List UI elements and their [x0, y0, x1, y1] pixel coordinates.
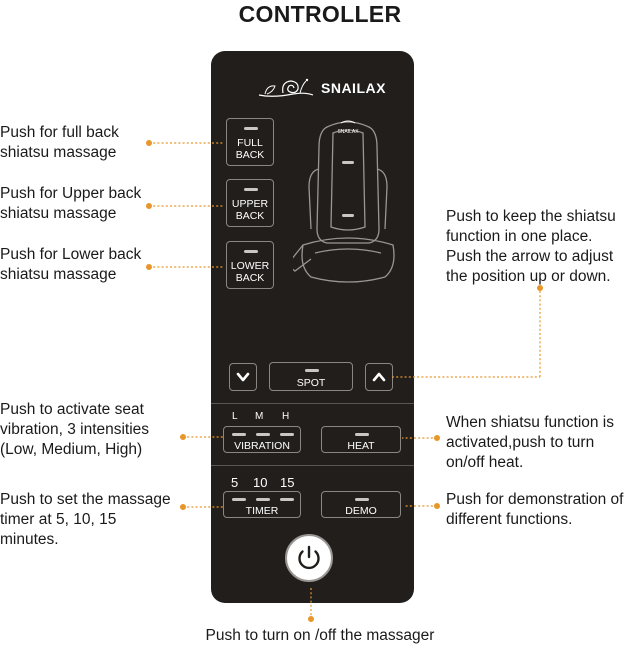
timer-led-10: [256, 498, 270, 501]
vibration-level-high: H: [282, 411, 290, 422]
timer-led-5: [232, 498, 246, 501]
spot-label: SPOT: [296, 377, 326, 389]
massage-chair-icon: SNAILAX: [293, 120, 395, 283]
note-lower-back: Push for Lower back shiatsu massage: [0, 246, 142, 283]
full-back-button[interactable]: FULL BACK: [226, 118, 274, 166]
spot-down-button[interactable]: [229, 363, 257, 391]
full-back-led: [244, 127, 258, 130]
power-button[interactable]: [285, 534, 333, 582]
timer-value-5: 5: [231, 475, 239, 490]
chevron-up-icon: [372, 372, 386, 382]
page-title: CONTROLLER: [238, 1, 402, 27]
brand-name: SNAILAX: [321, 80, 386, 96]
note-heat: When shiatsu function is activated,push …: [446, 414, 615, 471]
vibration-led-high: [280, 433, 294, 436]
timer-label: TIMER: [245, 505, 279, 517]
vibration-led-medium: [256, 433, 270, 436]
upper-back-button[interactable]: UPPER BACK: [226, 179, 274, 227]
heat-label: HEAT: [347, 440, 375, 452]
snail-logo-icon: [258, 78, 314, 97]
brand-logo: SNAILAX: [253, 73, 386, 101]
demo-label: DEMO: [345, 505, 377, 517]
timer-button[interactable]: TIMER: [223, 491, 301, 518]
note-spot: Push to keep the shiatsu function in one…: [446, 208, 616, 285]
note-full-back: Push for full back shiatsu massage: [0, 124, 119, 161]
upper-back-label: UPPER BACK: [231, 198, 269, 222]
note-vibration: Push to activate seat vibration, 3 inten…: [0, 401, 150, 458]
upper-back-led: [244, 188, 258, 191]
note-upper-back: Push for Upper back shiatsu massage: [0, 185, 142, 222]
timer-value-10: 10: [253, 475, 268, 490]
spot-up-button[interactable]: [365, 363, 393, 391]
power-icon: [298, 545, 320, 570]
demo-button[interactable]: DEMO: [321, 491, 401, 518]
heat-button[interactable]: HEAT: [321, 426, 401, 453]
timer-led-15: [280, 498, 294, 501]
divider-top: [211, 403, 414, 404]
chevron-down-icon: [236, 372, 250, 382]
vibration-led-low: [232, 433, 246, 436]
demo-led: [355, 498, 369, 501]
spot-button[interactable]: SPOT: [269, 362, 353, 391]
note-timer: Push to set the massage timer at 5, 10, …: [0, 491, 171, 548]
divider-middle: [211, 465, 414, 466]
vibration-level-low: L: [232, 411, 238, 422]
note-power: Push to turn on /off the massager: [205, 627, 435, 644]
lower-back-led: [244, 250, 258, 253]
full-back-label: FULL BACK: [235, 137, 265, 161]
spot-led: [305, 369, 319, 372]
timer-value-15: 15: [280, 475, 295, 490]
lower-back-label: LOWER BACK: [230, 260, 270, 284]
lower-back-button[interactable]: LOWER BACK: [226, 241, 274, 289]
vibration-label: VIBRATION: [234, 440, 290, 452]
vibration-level-medium: M: [255, 411, 264, 422]
remote-controller: SNAILAX FULL BACK UPPER BACK LOWER BACK …: [211, 51, 414, 603]
svg-text:SNAILAX: SNAILAX: [337, 129, 359, 135]
vibration-button[interactable]: VIBRATION: [223, 426, 301, 453]
note-demo: Push for demonstration of different func…: [446, 491, 624, 528]
heat-led: [355, 433, 369, 436]
